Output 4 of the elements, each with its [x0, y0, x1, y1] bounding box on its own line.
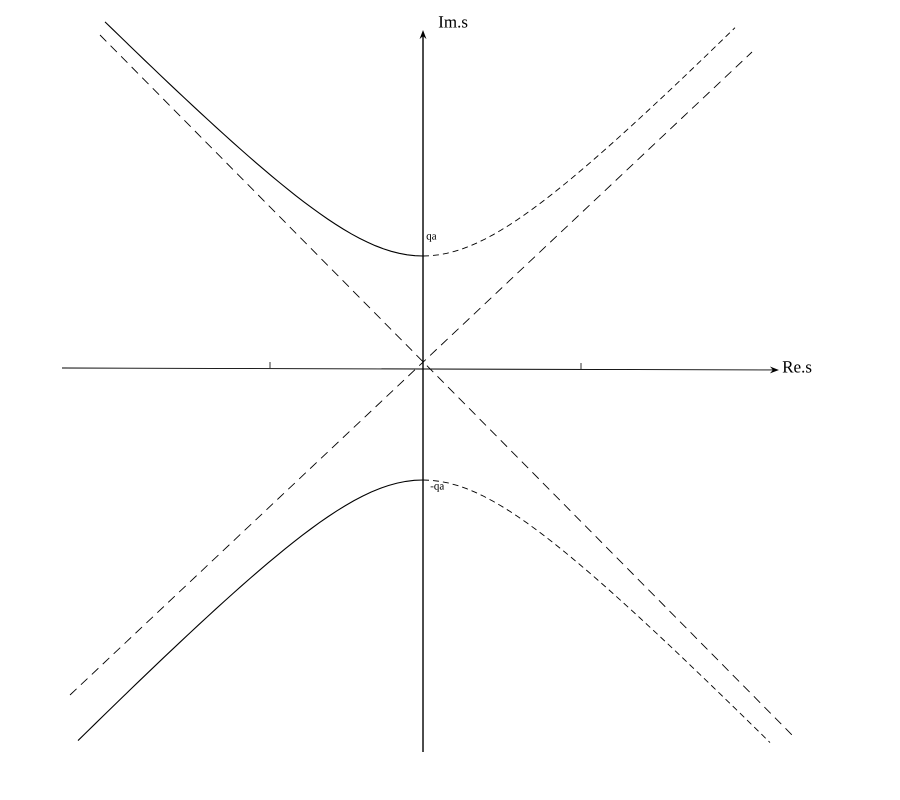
vertex-label: qa [426, 234, 436, 242]
axis-label: Re.s [782, 361, 812, 373]
vertex-label: -qa [430, 484, 444, 492]
axis-label: Im.s [438, 16, 468, 28]
